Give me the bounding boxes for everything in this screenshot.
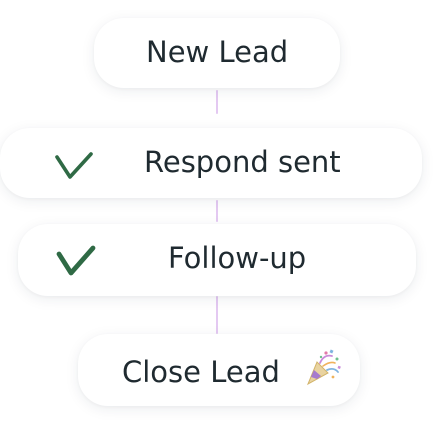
step-close-lead[interactable]: Close Lead [78, 334, 360, 406]
step-label: Respond sent [144, 145, 341, 179]
step-label: New Lead [146, 35, 289, 69]
step-respond-sent[interactable]: Respond sent [0, 128, 422, 198]
connector-line-1 [216, 90, 218, 114]
party-popper-icon [302, 348, 342, 392]
connector-line-2 [216, 200, 218, 222]
checkmark-icon [56, 245, 96, 277]
step-follow-up[interactable]: Follow-up [18, 224, 416, 296]
step-label: Follow-up [168, 241, 307, 275]
step-new-lead[interactable]: New Lead [94, 18, 340, 88]
step-label: Close Lead [122, 355, 280, 389]
connector-line-3 [216, 296, 218, 334]
checkmark-icon [54, 151, 94, 181]
